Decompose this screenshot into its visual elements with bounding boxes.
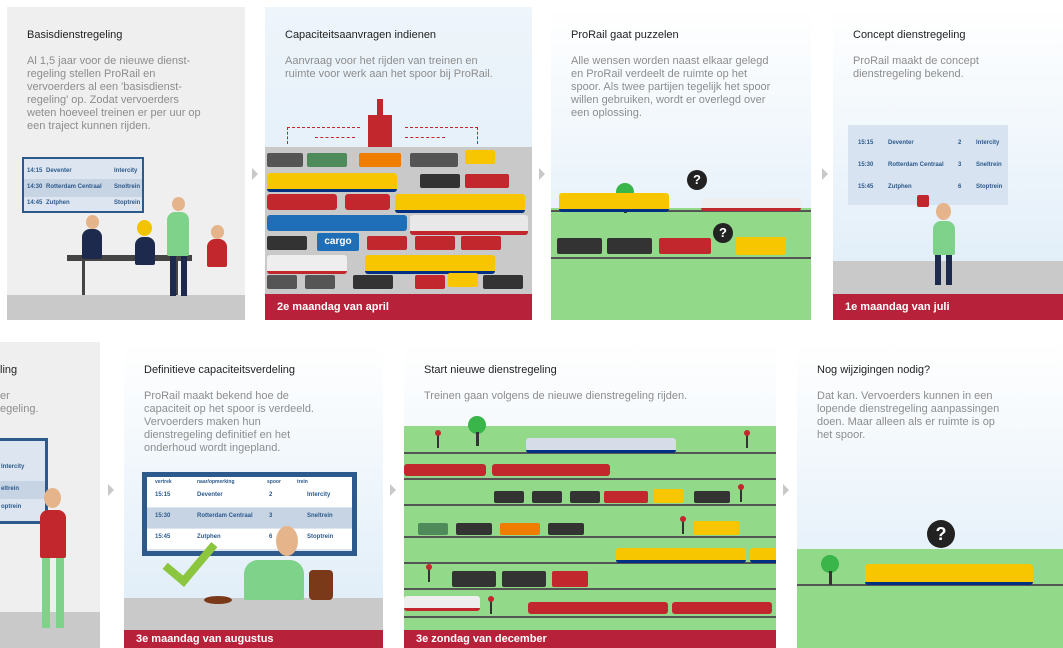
step-card-wijzigingen: Nog wijzigingen nodig? Dat kan. Vervoerd… xyxy=(797,342,1063,648)
step-arrow-icon xyxy=(539,168,545,180)
step-arrow-icon xyxy=(822,168,828,180)
step-title: ProRail gaat puzzelen xyxy=(571,29,679,41)
question-icon: ? xyxy=(713,223,733,243)
date-label: 1e maandag van juli xyxy=(833,294,1063,320)
ns-train xyxy=(865,564,1033,585)
step-title: Concept dienstregeling xyxy=(853,29,966,41)
step-title: Basisdienstregeling xyxy=(27,29,123,41)
question-icon: ? xyxy=(687,170,707,190)
step-title: Start nieuwe dienstregeling xyxy=(424,364,557,376)
step-card-puzzelen: ProRail gaat puzzelen Alle wensen worden… xyxy=(551,7,811,320)
step-arrow-icon xyxy=(108,484,114,496)
question-icon: ? xyxy=(927,520,955,548)
step-card-start: Start nieuwe dienstregeling Treinen gaan… xyxy=(404,342,776,648)
step-description: Al 1,5 jaar voor de nieuwe dienst-regeli… xyxy=(27,55,201,132)
meeting-table-illustration xyxy=(67,255,192,261)
step-description: Treinen gaan volgens de nieuwe dienstreg… xyxy=(424,390,688,402)
announcer-person xyxy=(933,221,955,255)
date-label: 2e maandag van april xyxy=(265,294,532,320)
step-arrow-icon xyxy=(783,484,789,496)
step-title: ling xyxy=(0,364,18,376)
step-arrow-icon xyxy=(390,484,396,496)
person-left xyxy=(82,229,102,259)
step-card-basisdienstregeling: Basisdienstregeling Al 1,5 jaar voor de … xyxy=(7,7,245,320)
date-label: 3e zondag van december xyxy=(404,630,776,648)
departure-board: Intercity eltrein optrein xyxy=(0,438,48,524)
ns-train xyxy=(559,193,669,212)
grass-ground xyxy=(551,208,811,320)
date-label: 3e maandag van augustus xyxy=(124,630,383,648)
step-title: Definitieve capaciteitsverdeling xyxy=(144,364,296,376)
person-red-pointing xyxy=(40,510,66,558)
gavel-icon xyxy=(204,596,232,604)
megaphone-icon xyxy=(917,195,929,207)
prorail-building-icon xyxy=(368,115,392,147)
person-right-red xyxy=(207,239,227,267)
person-standing-green xyxy=(167,212,189,256)
step-card-concept: Concept dienstregeling ProRail maakt de … xyxy=(833,7,1063,320)
step-card-capaciteitsaanvragen: Capaciteitsaanvragen indienen Aanvraag v… xyxy=(265,7,532,320)
cargo-locomotive: cargo xyxy=(317,233,359,251)
step-card-definitief: Definitieve capaciteitsverdeling ProRail… xyxy=(124,342,383,648)
step-title: Capaciteitsaanvragen indienen xyxy=(285,29,437,41)
person-with-gavel xyxy=(244,560,304,600)
step-arrow-icon xyxy=(252,168,258,180)
step-title: Nog wijzigingen nodig? xyxy=(817,364,931,376)
person-yellow xyxy=(135,237,155,265)
